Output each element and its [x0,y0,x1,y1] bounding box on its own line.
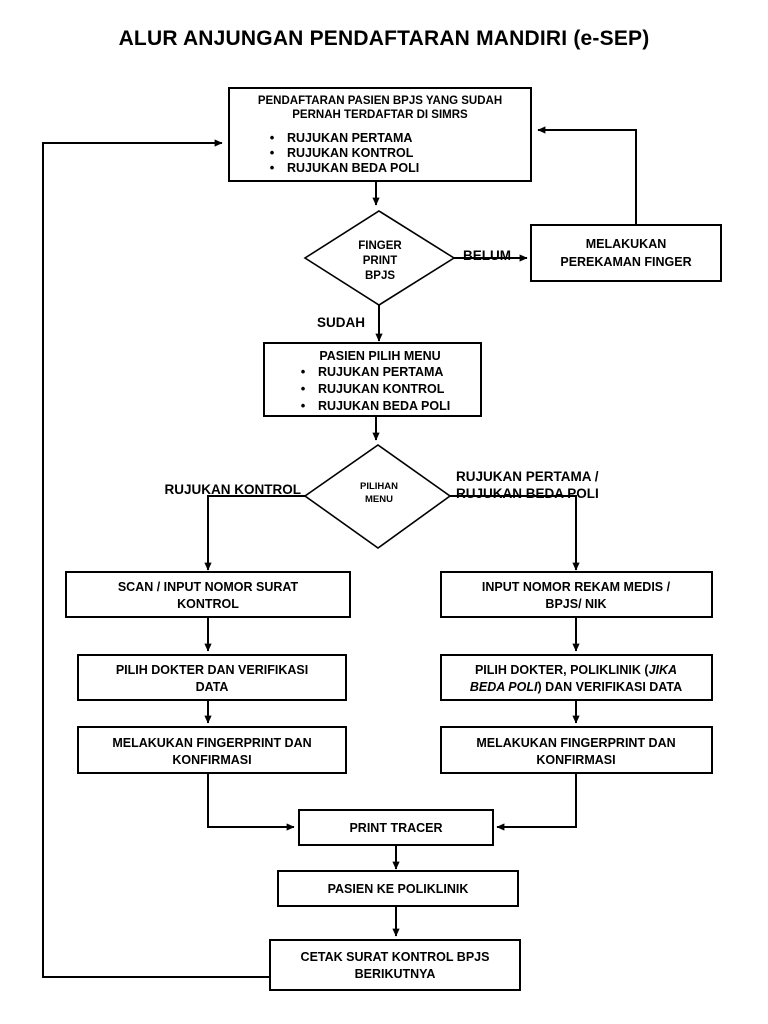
node-pasien-pilih-menu-box [263,342,482,417]
node-pilih-dokter-verifikasi-line-1: PILIH DOKTER DAN VERIFIKASI [116,663,308,677]
node-pilih-dokter-poliklinik-l2a: BEDA POLI [470,680,538,694]
edge-n14-n1-feedback [42,139,270,978]
node-pasien-pilih-menu-bullet-3: RUJUKAN BEDA POLI [318,399,450,413]
node-cetak-surat-kontrol-line-2: BERIKUTNYA [355,967,436,981]
node-print-tracer-box [298,809,494,846]
node-pilih-dokter-poliklinik-l2b: ) DAN VERIFIKASI DATA [537,680,682,694]
edge-n10-n12 [207,773,295,831]
node-fingerprint-bpjs-line-1: FINGER [358,240,402,252]
edge-n3-n1-feedback [537,126,637,225]
bullet-dot-icon: • [270,130,275,145]
node-pendaftaran-pasien-box [228,87,532,182]
node-pilih-dokter-poliklinik-line-2: BEDA POLI) DAN VERIFIKASI DATA [470,680,682,694]
node-fingerprint-bpjs-line-3: BPJS [365,270,395,282]
node-cetak-surat-kontrol-box [269,939,521,991]
node-perekaman-finger-line-1: MELAKUKAN [586,237,667,251]
node-perekaman-finger-box [530,224,722,282]
node-pasien-pilih-menu-heading: PASIEN PILIH MENU [319,349,440,363]
node-fingerprint-konfirmasi-right-line-1: MELAKUKAN FINGERPRINT DAN [476,736,675,750]
node-pendaftaran-pasien: PENDAFTARAN PASIEN BPJS YANG SUDAH PERNA… [228,87,532,182]
bullet-dot-icon: • [301,364,306,379]
node-fingerprint-konfirmasi-right-line-2: KONFIRMASI [536,753,615,767]
node-pendaftaran-pasien-heading-1: PENDAFTARAN PASIEN BPJS YANG SUDAH [258,95,502,107]
node-perekaman-finger: MELAKUKAN PEREKAMAN FINGER [530,224,722,282]
edge-label-rujukan-kontrol: RUJUKAN KONTROL [165,482,302,497]
node-pilihan-menu-line-1: PILIHAN [360,481,398,492]
node-fingerprint-konfirmasi-right-box [440,726,713,774]
edge-label-sudah: SUDAH [317,315,365,330]
node-pasien-ke-poliklinik: PASIEN KE POLIKLINIK [277,870,519,907]
node-input-nomor-rekam-medis-line-1: INPUT NOMOR REKAM MEDIS / [482,580,671,594]
node-print-tracer: PRINT TRACER [298,809,494,846]
node-pasien-pilih-menu-bullet-2: RUJUKAN KONTROL [318,382,445,396]
node-cetak-surat-kontrol: CETAK SURAT KONTROL BPJS BERIKUTNYA [269,939,521,991]
node-fingerprint-konfirmasi-left-line-1: MELAKUKAN FINGERPRINT DAN [112,736,311,750]
node-pasien-ke-poliklinik-label: PASIEN KE POLIKLINIK [328,882,469,896]
bullet-dot-icon: • [301,398,306,413]
node-pilih-dokter-poliklinik-line-1: PILIH DOKTER, POLIKLINIK (JIKA [475,663,677,677]
node-pilih-dokter-poliklinik: PILIH DOKTER, POLIKLINIK (JIKA BEDA POLI… [440,654,713,701]
edge-n5-n6 [204,495,305,571]
node-pasien-pilih-menu-bullet-1: RUJUKAN PERTAMA [318,365,443,379]
node-pendaftaran-pasien-heading-2: PERNAH TERDAFTAR DI SIMRS [292,109,468,121]
node-fingerprint-konfirmasi-left: MELAKUKAN FINGERPRINT DAN KONFIRMASI [77,726,347,774]
node-cetak-surat-kontrol-line-1: CETAK SURAT KONTROL BPJS [301,950,490,964]
node-scan-input-nomor-surat-kontrol-box [65,571,351,618]
node-pilih-dokter-poliklinik-box [440,654,713,701]
node-pendaftaran-pasien-bullet-1: RUJUKAN PERTAMA [287,131,412,145]
edge-n11-n12 [496,773,577,831]
node-fingerprint-konfirmasi-left-line-2: KONFIRMASI [172,753,251,767]
node-scan-input-nomor-surat-kontrol-line-1: SCAN / INPUT NOMOR SURAT [118,580,299,594]
node-input-nomor-rekam-medis-box [440,571,713,618]
node-pilih-dokter-poliklinik-l1a: PILIH DOKTER, POLIKLINIK ( [475,663,649,677]
node-fingerprint-bpjs-decision: FINGER PRINT BPJS [303,210,456,306]
node-pilih-dokter-verifikasi-line-2: DATA [196,680,229,694]
node-pilih-dokter-verifikasi: PILIH DOKTER DAN VERIFIKASI DATA [77,654,347,701]
edge-n5-n7 [450,495,580,571]
edge-label-rujukan-beda-poli: RUJUKAN BEDA POLI [456,486,599,501]
node-pendaftaran-pasien-bullet-3: RUJUKAN BEDA POLI [287,161,419,175]
node-input-nomor-rekam-medis-line-2: BPJS/ NIK [545,597,606,611]
node-input-nomor-rekam-medis: INPUT NOMOR REKAM MEDIS / BPJS/ NIK [440,571,713,618]
node-pendaftaran-pasien-bullet-2: RUJUKAN KONTROL [287,146,414,160]
node-pilih-dokter-poliklinik-l1b: JIKA [649,663,677,677]
bullet-dot-icon: • [270,160,275,175]
node-fingerprint-bpjs-diamond [303,210,456,306]
edge-label-rujukan-pertama: RUJUKAN PERTAMA / [456,469,599,484]
node-scan-input-nomor-surat-kontrol-line-2: KONTROL [177,597,239,611]
node-print-tracer-label: PRINT TRACER [349,821,442,835]
node-pasien-pilih-menu: PASIEN PILIH MENU • RUJUKAN PERTAMA • RU… [263,342,482,417]
node-scan-input-nomor-surat-kontrol: SCAN / INPUT NOMOR SURAT KONTROL [65,571,351,618]
node-pilihan-menu-diamond [303,444,452,549]
node-fingerprint-konfirmasi-left-box [77,726,347,774]
edge-label-belum: BELUM [463,248,511,263]
bullet-dot-icon: • [270,145,275,160]
node-perekaman-finger-line-2: PEREKAMAN FINGER [560,255,691,269]
node-fingerprint-bpjs-line-2: PRINT [363,255,398,267]
node-pilihan-menu-decision: PILIHAN MENU [303,444,452,549]
page-title: ALUR ANJUNGAN PENDAFTARAN MANDIRI (e-SEP… [118,27,650,50]
node-pasien-ke-poliklinik-box [277,870,519,907]
node-fingerprint-konfirmasi-right: MELAKUKAN FINGERPRINT DAN KONFIRMASI [440,726,713,774]
node-pilih-dokter-verifikasi-box [77,654,347,701]
node-pilihan-menu-line-2: MENU [365,494,393,505]
bullet-dot-icon: • [301,381,306,396]
